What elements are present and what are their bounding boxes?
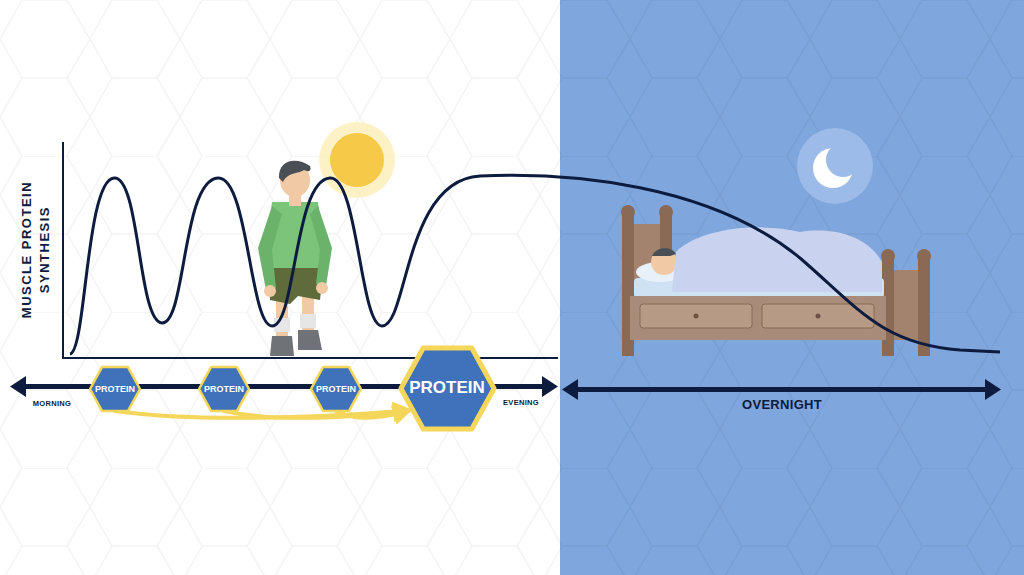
- node-text: PROTEIN: [409, 378, 485, 398]
- node-text: PROTEIN: [95, 384, 135, 394]
- flow-arrow: [224, 410, 409, 417]
- flow-arrow: [115, 410, 409, 417]
- node-text: PROTEIN: [316, 384, 356, 394]
- protein-hexagon: PROTEIN: [399, 346, 496, 431]
- axis-label: MUSCLE PROTEIN SYNTHESIS: [18, 150, 53, 350]
- node-text: PROTEIN: [204, 384, 244, 394]
- protein-hexagon: PROTEIN: [310, 366, 362, 412]
- timeline-label: MORNING: [33, 399, 71, 408]
- protein-hexagon: PROTEIN: [89, 366, 141, 412]
- bed-figure: [621, 205, 931, 356]
- protein-hexagon: PROTEIN: [198, 366, 250, 412]
- synthesis-curve: [70, 175, 1000, 354]
- timeline-label: OVERNIGHT: [742, 397, 822, 412]
- timeline-label: EVENING: [503, 398, 539, 407]
- moon-halo: [797, 128, 873, 204]
- sun: [330, 133, 384, 187]
- sun-halo: [319, 122, 395, 198]
- moon-shadow: [826, 143, 860, 177]
